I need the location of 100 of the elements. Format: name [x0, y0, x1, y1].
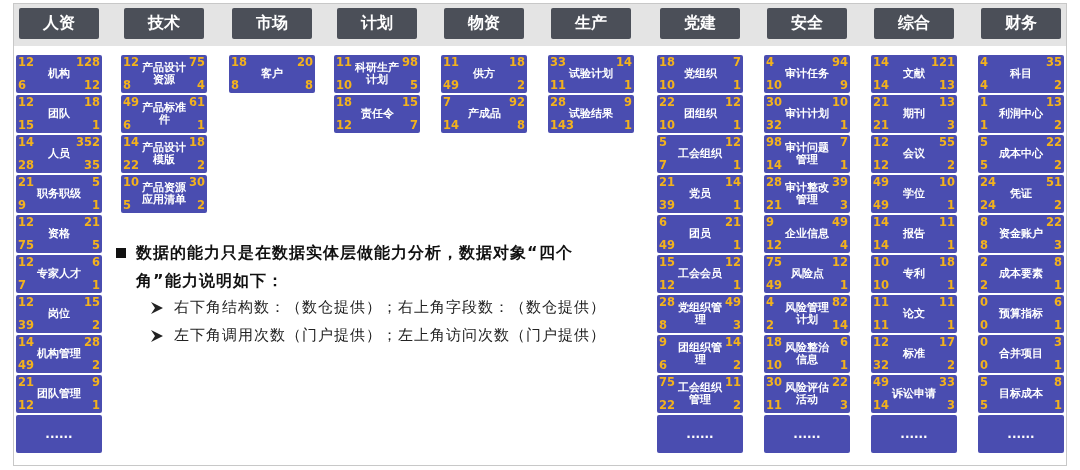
- corner-number: 1: [624, 119, 632, 132]
- entity-name: 职务职级: [37, 188, 81, 200]
- corner-number: 10: [659, 79, 675, 92]
- corner-number: 33: [550, 56, 566, 69]
- corner-number: 8: [305, 79, 313, 92]
- corner-number: 22: [832, 376, 848, 389]
- corner-number: 75: [659, 376, 675, 389]
- corner-number: 21: [725, 216, 741, 229]
- corner-number: 2: [766, 319, 774, 332]
- entity-card: [121, 55, 207, 93]
- entity-name: 科目: [1009, 68, 1033, 80]
- corner-number: 2: [980, 279, 988, 292]
- corner-number: 21: [84, 216, 100, 229]
- corner-number: 3: [947, 119, 955, 132]
- corner-number: 35: [84, 159, 100, 172]
- corner-number: 1: [1054, 399, 1062, 412]
- corner-number: 39: [659, 199, 675, 212]
- corner-number: 11: [873, 319, 889, 332]
- entity-name: 期刊: [902, 108, 926, 120]
- corner-number: 3: [947, 399, 955, 412]
- corner-number: 2: [517, 79, 525, 92]
- corner-number: 352: [76, 136, 100, 149]
- column-header: 生产: [551, 8, 631, 39]
- corner-number: 1: [92, 399, 100, 412]
- entity-card: [121, 175, 207, 213]
- corner-number: 49: [766, 279, 782, 292]
- corner-number: 5: [980, 376, 988, 389]
- corner-number: 14: [123, 136, 139, 149]
- entity-name: 试验计划: [569, 68, 613, 80]
- entity-card: [657, 215, 743, 253]
- entity-card: [978, 375, 1064, 413]
- corner-number: 13: [939, 96, 955, 109]
- entity-card: [16, 215, 102, 253]
- entity-name: 机构管理: [37, 348, 81, 360]
- entity-name: 客户: [260, 68, 284, 80]
- entity-card: [548, 55, 634, 93]
- corner-number: 21: [766, 199, 782, 212]
- corner-number: 2: [197, 159, 205, 172]
- corner-number: 1: [733, 199, 741, 212]
- corner-number: 9: [18, 199, 26, 212]
- corner-number: 39: [18, 319, 34, 332]
- entity-name: 标准: [902, 348, 926, 360]
- ellipsis-text: ......: [1007, 427, 1035, 441]
- entity-card: [441, 95, 527, 133]
- corner-number: 12: [873, 136, 889, 149]
- corner-number: 28: [659, 296, 675, 309]
- entity-name: 团员: [688, 228, 712, 240]
- entity-card: [764, 135, 850, 173]
- entity-card: [657, 415, 743, 453]
- entity-card: [334, 55, 420, 93]
- entity-card: [657, 175, 743, 213]
- entity-card: [764, 335, 850, 373]
- corner-number: 18: [336, 96, 352, 109]
- corner-number: 12: [18, 96, 34, 109]
- entity-name: 学位: [902, 188, 926, 200]
- corner-number: 12: [18, 296, 34, 309]
- entity-card: [871, 255, 957, 293]
- corner-number: 12: [766, 239, 782, 252]
- corner-number: 14: [873, 216, 889, 229]
- corner-number: 4: [766, 296, 774, 309]
- column-header: 计划: [337, 8, 417, 39]
- corner-number: 12: [18, 256, 34, 269]
- entity-card: [764, 295, 850, 333]
- corner-number: 1: [840, 359, 848, 372]
- corner-number: 1: [733, 239, 741, 252]
- corner-number: 0: [980, 359, 988, 372]
- corner-number: 21: [873, 119, 889, 132]
- corner-number: 28: [84, 336, 100, 349]
- corner-number: 18: [509, 56, 525, 69]
- entity-name: 审计任务: [785, 68, 829, 80]
- entity-card: [764, 415, 850, 453]
- corner-number: 20: [297, 56, 313, 69]
- entity-card: [16, 295, 102, 333]
- entity-card: [764, 55, 850, 93]
- entity-name: 专利: [902, 268, 926, 280]
- entity-card: [871, 215, 957, 253]
- corner-number: 10: [766, 359, 782, 372]
- corner-number: 8: [659, 319, 667, 332]
- entity-card: [657, 95, 743, 133]
- corner-number: 18: [84, 96, 100, 109]
- entity-name: 团队: [47, 108, 71, 120]
- corner-number: 22: [659, 96, 675, 109]
- corner-number: 30: [189, 176, 205, 189]
- corner-number: 5: [92, 176, 100, 189]
- corner-number: 7: [410, 119, 418, 132]
- corner-number: 2: [733, 399, 741, 412]
- corner-number: 2: [92, 359, 100, 372]
- corner-number: 2: [733, 359, 741, 372]
- corner-number: 10: [939, 176, 955, 189]
- corner-number: 14: [873, 56, 889, 69]
- corner-number: 4: [980, 79, 988, 92]
- entity-card: [16, 175, 102, 213]
- corner-number: 12: [725, 136, 741, 149]
- corner-number: 12: [18, 399, 34, 412]
- entity-name: 论文: [902, 308, 926, 320]
- entity-card: [121, 135, 207, 173]
- entity-name: 文献: [902, 68, 926, 80]
- corner-number: 6: [18, 79, 26, 92]
- corner-number: 1: [197, 119, 205, 132]
- corner-number: 18: [231, 56, 247, 69]
